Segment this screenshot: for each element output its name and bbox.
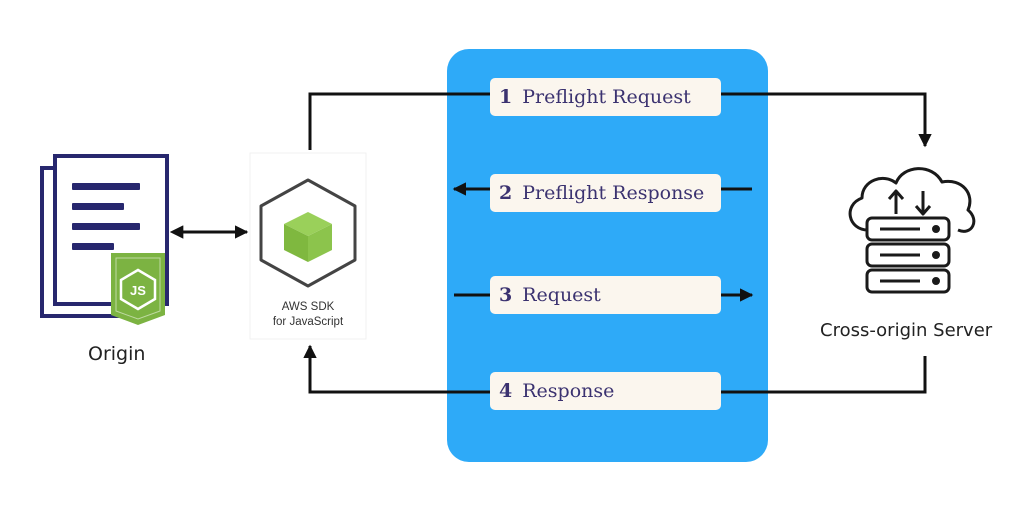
- step-number: 1: [499, 86, 513, 108]
- step-request: 3 Request: [490, 276, 721, 314]
- document-icon: [40, 154, 169, 318]
- step-preflight-response: 2 Preflight Response: [490, 174, 721, 212]
- step-preflight-request: 1 Preflight Request: [490, 78, 721, 116]
- cube-icon: [259, 178, 357, 288]
- svg-text:JS: JS: [130, 283, 146, 298]
- response-line: [721, 356, 927, 394]
- flow-panel: [447, 49, 768, 462]
- step-number: 2: [499, 182, 513, 204]
- sdk-label-line2: for JavaScript: [272, 316, 344, 328]
- sdk-label-line1: AWS SDK: [281, 301, 335, 313]
- nodejs-icon: JS: [111, 253, 165, 325]
- step-number: 3: [499, 284, 513, 306]
- preflight-request-line: [308, 92, 490, 150]
- response-arrow: [303, 344, 490, 394]
- origin-label: Origin: [88, 343, 146, 365]
- server-label: Cross-origin Server: [820, 320, 993, 341]
- step-number: 4: [499, 380, 513, 402]
- step-text: Request: [522, 284, 601, 306]
- step-response: 4 Response: [490, 372, 721, 410]
- preflight-request-arrow: [721, 92, 932, 148]
- step-text: Preflight Response: [522, 182, 705, 204]
- cloud-server-icon: [848, 167, 976, 294]
- step-text: Response: [522, 380, 615, 402]
- step-text: Preflight Request: [522, 86, 691, 108]
